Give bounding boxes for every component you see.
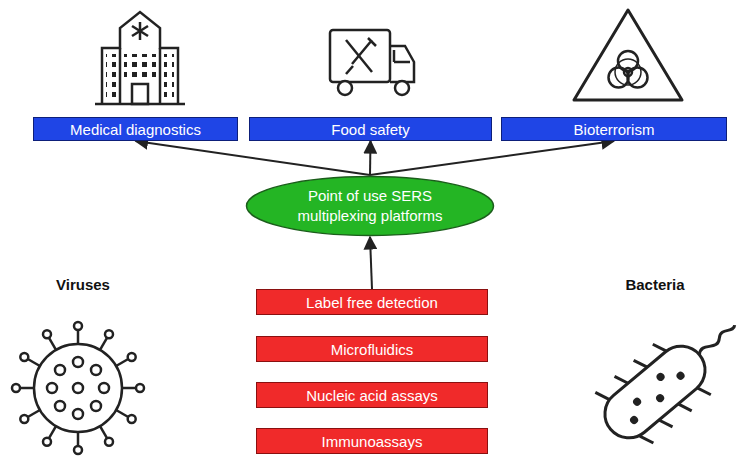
ellipse-shape (247, 177, 494, 236)
virus-spike (77, 432, 80, 446)
virus-spike-tip (43, 438, 51, 446)
virus-spike (49, 426, 56, 438)
bacteria-pilus (640, 432, 654, 447)
bacteria-pilus (659, 416, 673, 431)
arrow-connector (136, 141, 371, 175)
bacteria-pilus (678, 400, 692, 415)
bacteria-pilus (697, 384, 711, 399)
bacteria-flagellum (698, 323, 737, 357)
virus-spike (116, 359, 128, 366)
arrow-connector (369, 141, 372, 175)
technique-box: Nucleic acid assays (256, 382, 488, 408)
ellipse-outline (245, 175, 495, 237)
node-text: Medical diagnostics (70, 121, 201, 138)
category-label: Bacteria (610, 276, 700, 293)
virus-spike-tip (20, 353, 28, 361)
virus-dot (55, 401, 65, 411)
virus-icon (12, 322, 144, 454)
bacteria-icon (586, 296, 743, 458)
application-box: Food safety (249, 117, 492, 141)
platform-ellipse: Point of use SERS multiplexing platforms (245, 175, 495, 237)
virus-spike (77, 330, 80, 344)
node-text: Microfluidics (331, 341, 414, 358)
bacteria-pilus (634, 356, 648, 371)
virus-spike-tip (74, 322, 82, 330)
node-text: Food safety (331, 121, 409, 138)
virus-spike (122, 387, 136, 390)
virus-spike-tip (136, 384, 144, 392)
virus-dot (99, 383, 109, 393)
virus-spike (28, 410, 40, 417)
arrow-connector (370, 237, 372, 289)
bacteria-pilus (595, 389, 609, 404)
virus-spike-tip (128, 415, 136, 423)
hospital-icon (95, 12, 185, 104)
node-text: Label free detection (306, 294, 438, 311)
virus-spike-tip (105, 438, 113, 446)
category-label: Viruses (38, 276, 128, 293)
technique-box: Immunoassays (256, 428, 488, 454)
node-text: Point of use SERS multiplexing platforms (275, 186, 465, 226)
virus-dot (47, 383, 57, 393)
technique-box: Label free detection (256, 289, 488, 315)
virus-dot (91, 401, 101, 411)
node-text: Immunoassays (322, 433, 423, 450)
application-box: Bioterrorism (501, 117, 727, 141)
virus-spike-tip (105, 330, 113, 338)
virus-spike-tip (12, 384, 20, 392)
virus-dot (55, 365, 65, 375)
virus-spike (100, 426, 107, 438)
truck-icon (330, 30, 414, 95)
virus-dot (73, 409, 83, 419)
virus-spike-tip (20, 415, 28, 423)
virus-spike (100, 338, 107, 350)
virus-dot (91, 365, 101, 375)
application-box: Medical diagnostics (33, 117, 238, 141)
virus-spike (28, 359, 40, 366)
node-text: Bioterrorism (574, 121, 655, 138)
biohazard-icon (574, 10, 682, 100)
virus-dot (73, 357, 83, 367)
node-text: Nucleic acid assays (306, 387, 438, 404)
arrow-connector (370, 141, 614, 175)
virus-spike (116, 410, 128, 417)
virus-spike-tip (128, 353, 136, 361)
bacteria-pilus (614, 373, 628, 388)
virus-spike (49, 338, 56, 350)
virus-spike-tip (43, 330, 51, 338)
virus-spike-tip (74, 446, 82, 454)
virus-spike (20, 387, 34, 390)
bacteria-pilus (653, 340, 667, 355)
asterisk-mark (132, 22, 148, 40)
virus-dot (73, 383, 83, 393)
technique-box: Microfluidics (256, 336, 488, 362)
